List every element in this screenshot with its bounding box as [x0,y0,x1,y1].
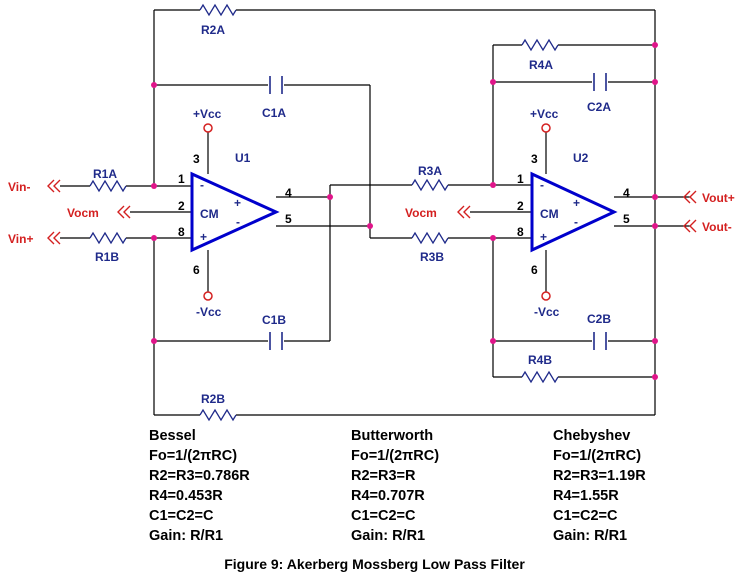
table-bessel: Bessel Fo=1/(2πRC) R2=R3=0.786R R4=0.453… [149,426,250,546]
table-line: Gain: R/R1 [553,528,628,544]
u2-pin-1: 1 [517,172,524,186]
u1-in-minus: - [200,178,204,192]
opamp-u2 [530,171,618,253]
table-line: Fo=1/(2πRC) [351,448,440,464]
u1-vcc-neg-terminal [203,291,213,301]
vocm2-label: Vocm [405,206,437,220]
table-line: Fo=1/(2πRC) [149,448,238,464]
u2-cm-label: CM [540,207,559,221]
label-c1b: C1B [262,313,286,327]
u2-out-plus: + [573,196,580,210]
table-line: C1=C2=C [553,508,618,524]
schematic: - + CM + - - + CM + - [8,4,735,421]
vin-plus-arrow-icon [47,231,61,245]
u1-pin-5: 5 [285,212,292,226]
resistor-r1a [89,180,127,192]
label-c2a: C2A [587,100,611,114]
u2-vcc-pos-terminal [541,123,551,133]
u2-pin-6: 6 [531,263,538,277]
table-title: Chebyshev [553,428,631,444]
vin-plus-label: Vin+ [8,232,33,246]
table-butterworth: Butterworth Fo=1/(2πRC) R2=R3=R R4=0.707… [351,426,439,546]
u1-out-plus: + [234,196,241,210]
table-line: Gain: R/R1 [149,528,224,544]
label-r2a: R2A [201,23,225,37]
u2-vcc-pos-label: +Vcc [530,107,559,121]
table-line: Fo=1/(2πRC) [553,448,642,464]
u1-pin-2: 2 [178,199,185,213]
table-title: Butterworth [351,428,434,444]
wires [60,9,690,416]
u2-vcc-neg-terminal [541,291,551,301]
junction-dots [151,42,658,380]
table-line: R2=R3=R [351,468,416,484]
resistor-r1b [89,232,127,244]
u1-cm-label: CM [200,207,219,221]
resistor-r4a [521,39,559,51]
table-line: C1=C2=C [351,508,416,524]
u1-vcc-neg-label: -Vcc [196,305,222,319]
label-r4b: R4B [528,353,552,367]
table-title: Bessel [149,428,196,444]
table-line: R4=0.707R [351,488,425,504]
u2-in-minus: - [540,178,544,192]
u1-pin-4: 4 [285,186,292,200]
vocm1-label: Vocm [67,206,99,220]
label-r1a: R1A [93,167,117,181]
table-line: R2=R3=1.19R [553,468,646,484]
u1-vcc-pos-label: +Vcc [193,107,222,121]
u2-name: U2 [573,151,589,165]
table-line: R4=1.55R [553,488,619,504]
u1-vcc-pos-terminal [203,123,213,133]
u2-pin-4: 4 [623,186,630,200]
vin-minus-arrow-icon [47,179,61,193]
u1-pin-6: 6 [193,263,200,277]
u1-pin-3: 3 [193,152,200,166]
u1-pin-1: 1 [178,172,185,186]
label-r3b: R3B [420,250,444,264]
table-line: R4=0.453R [149,488,223,504]
capacitor-c2b [593,332,607,350]
u1-name: U1 [235,151,251,165]
vout-minus-label: Vout- [702,220,732,234]
vout-plus-label: Vout+ [702,191,735,205]
opamp-u1 [190,171,280,253]
vocm2-arrow-icon [457,205,471,219]
capacitor-c1b [269,332,283,350]
label-r3a: R3A [418,164,442,178]
vocm1-arrow-icon [117,205,131,219]
label-c1a: C1A [262,106,286,120]
u2-out-minus: - [574,215,578,229]
vout-minus-arrow-icon [683,219,697,233]
label-c2b: C2B [587,312,611,326]
u2-pin-3: 3 [531,152,538,166]
capacitor-c2a [593,73,607,91]
resistor-r3a [411,179,449,191]
resistor-r4b [521,371,559,383]
vin-minus-label: Vin- [8,180,30,194]
resistor-r3b [411,232,449,244]
u2-vcc-neg-label: -Vcc [534,305,560,319]
figure-caption: Figure 9: Akerberg Mossberg Low Pass Fil… [224,556,525,572]
label-r4a: R4A [529,58,553,72]
capacitor-c1a [269,76,283,94]
vout-plus-arrow-icon [683,190,697,204]
label-r2b: R2B [201,392,225,406]
label-r1b: R1B [95,250,119,264]
table-line: R2=R3=0.786R [149,468,250,484]
resistor-r2a [199,4,237,16]
u2-pin-2: 2 [517,199,524,213]
u2-in-plus: + [540,230,547,244]
table-line: C1=C2=C [149,508,214,524]
table-line: Gain: R/R1 [351,528,426,544]
u1-out-minus: - [236,215,240,229]
u2-pin-8: 8 [517,225,524,239]
u2-pin-5: 5 [623,212,630,226]
u1-in-plus: + [200,230,207,244]
u1-pin-8: 8 [178,225,185,239]
resistor-r2b [199,409,237,421]
table-chebyshev: Chebyshev Fo=1/(2πRC) R2=R3=1.19R R4=1.5… [553,426,646,546]
